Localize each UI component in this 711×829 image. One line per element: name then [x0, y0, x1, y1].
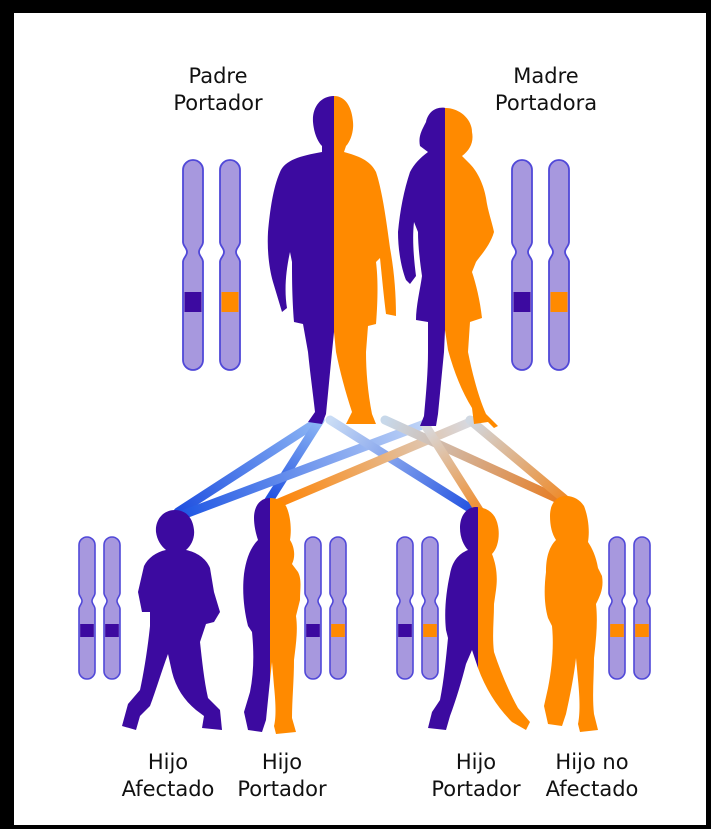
- carrier-b-chromosome-pair: [397, 537, 438, 679]
- allele-band-dominant: [423, 624, 437, 637]
- chromosome: [512, 160, 532, 370]
- carrier-a-chromosome-pair: [305, 537, 346, 679]
- child-affected-label-line2: Afectado: [112, 776, 224, 803]
- chromosome: [79, 537, 95, 679]
- child-carrier-a-label-line1: Hijo: [228, 749, 336, 776]
- child-carrier-a-label: Hijo Portador: [228, 749, 336, 803]
- chromosome: [549, 160, 569, 370]
- allele-band-dominant: [331, 624, 345, 637]
- line-father-to-unaffected: [385, 420, 565, 502]
- allele-band-dominant: [222, 292, 239, 312]
- child-carrier-b-label: Hijo Portador: [422, 749, 530, 803]
- father-chromosome-pair: [183, 160, 240, 370]
- child-affected-label-line1: Hijo: [112, 749, 224, 776]
- mother-silhouette-icon: [398, 108, 498, 428]
- father-silhouette-icon: [268, 96, 396, 424]
- child-carrier-a-silhouette-icon: [243, 498, 300, 734]
- child-carrier-a-label-line2: Portador: [228, 776, 336, 803]
- mother-label: Madre Portadora: [480, 63, 612, 117]
- child-carrier-b-silhouette-icon: [428, 507, 530, 730]
- chromosome: [422, 537, 438, 679]
- child-affected-label: Hijo Afectado: [112, 749, 224, 803]
- allele-band-dominant: [610, 624, 624, 637]
- child-carrier-b-label-line1: Hijo: [422, 749, 530, 776]
- allele-band-recessive: [398, 624, 412, 637]
- unaffected-chromosome-pair: [609, 537, 650, 679]
- chromosome: [183, 160, 203, 370]
- allele-band-recessive: [105, 624, 119, 637]
- chromosome: [330, 537, 346, 679]
- chromosome: [609, 537, 625, 679]
- allele-band-recessive: [185, 292, 202, 312]
- chromosome: [104, 537, 120, 679]
- inheritance-lines: [178, 420, 568, 515]
- child-unaffected-label-line2: Afectado: [536, 776, 648, 803]
- child-unaffected-label: Hijo no Afectado: [536, 749, 648, 803]
- mother-label-line1: Madre: [480, 63, 612, 90]
- father-label: Padre Portador: [160, 63, 276, 117]
- allele-band-dominant: [551, 292, 568, 312]
- affected-chromosome-pair: [79, 537, 120, 679]
- allele-band-recessive: [80, 624, 94, 637]
- mother-label-line2: Portadora: [480, 90, 612, 117]
- child-unaffected-label-line1: Hijo no: [536, 749, 648, 776]
- chromosome: [397, 537, 413, 679]
- allele-band-dominant: [635, 624, 649, 637]
- allele-band-recessive: [306, 624, 320, 637]
- father-label-line2: Portador: [160, 90, 276, 117]
- mother-chromosome-pair: [512, 160, 569, 370]
- chromosome: [634, 537, 650, 679]
- child-unaffected-silhouette-icon: [544, 496, 603, 732]
- child-affected-silhouette-icon: [122, 510, 222, 730]
- child-carrier-b-label-line2: Portador: [422, 776, 530, 803]
- chromosome: [220, 160, 240, 370]
- chromosome: [305, 537, 321, 679]
- father-label-line1: Padre: [160, 63, 276, 90]
- allele-band-recessive: [514, 292, 531, 312]
